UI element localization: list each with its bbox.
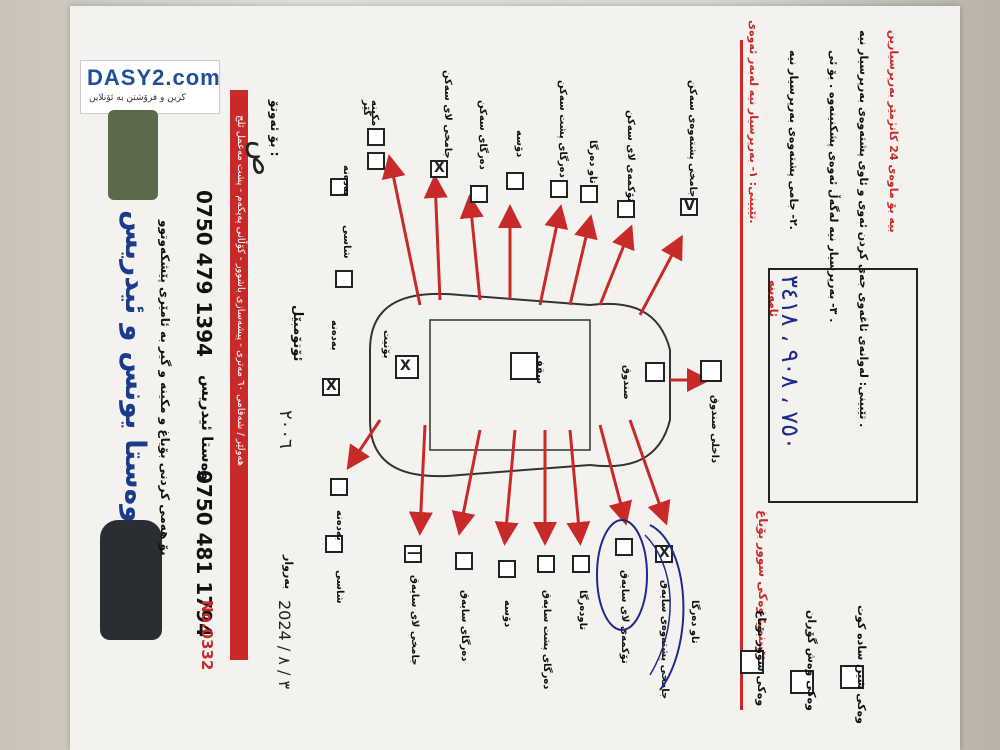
label-lf-door: دەرگای سایەق xyxy=(459,590,470,662)
left-radiator-checkbox[interactable] xyxy=(498,560,516,578)
hood-checkbox[interactable] xyxy=(395,355,419,379)
watermark-brand: DASY2.com xyxy=(87,65,221,90)
watermark-tagline: کرین و فرۆشتن به ئۆنلاین xyxy=(89,93,186,103)
label-r-corner: تۆکمەی لای سەکن xyxy=(625,110,636,203)
right-corner-checkbox[interactable] xyxy=(617,200,635,218)
label-chassis-left: شاسی xyxy=(334,570,345,604)
mark-x-4: X xyxy=(659,545,670,561)
label-gear: گێر xyxy=(361,100,372,117)
signature: ص xyxy=(245,140,280,177)
price-box xyxy=(768,268,918,503)
label-rf-fender: جامخی لای سەکن xyxy=(442,70,453,159)
paint-opt3-label: وەکی شین سادە کوت xyxy=(855,605,868,724)
date-label: بەروار xyxy=(282,555,295,590)
label-rear-glass: جامخی پشتەوەی سەکن xyxy=(687,80,698,198)
header-title: وەستا یونس و ئیدریس xyxy=(119,210,152,523)
paint-opt2-label: وەکی وەش گۆڕان xyxy=(805,610,818,711)
engine-checkbox[interactable] xyxy=(367,128,385,146)
label-front-bumper: بەدەنە xyxy=(329,320,340,351)
mechanic-photo xyxy=(108,110,158,200)
label-hood: بۆنیت xyxy=(381,330,392,359)
label-body-left: بەدەنە xyxy=(334,510,345,541)
vehicle-label: ئۆتۆمبێل xyxy=(290,305,305,362)
trunk-inside-checkbox[interactable] xyxy=(700,360,722,382)
mark-x-2: X xyxy=(400,358,411,374)
paint-opt3-checkbox[interactable] xyxy=(840,665,864,689)
watermark-logo: DASY2.com کرین و فرۆشتن به ئۆنلاین xyxy=(80,60,220,114)
trunk-checkbox[interactable] xyxy=(645,362,665,382)
label-radiator: دۆسە xyxy=(514,130,525,158)
mark-x-1: X xyxy=(434,160,445,176)
label-body: بەدەنە xyxy=(341,165,352,196)
label-roof: سقف xyxy=(534,355,545,384)
vehicle-value: ٢٠٠٦ xyxy=(275,410,296,449)
phone-1-label: وەستا ئیدریس xyxy=(198,375,216,481)
header-subtitle: بۆ هەمی کردنی بۆیاغ و مکینە و گیر بە ئام… xyxy=(158,220,172,556)
mark-x-3: X xyxy=(326,378,337,394)
label-trunk-inside: داخلی صندوق xyxy=(709,395,720,464)
phone-1: 0750 479 1394 xyxy=(192,190,216,358)
left-rear-door-checkbox[interactable] xyxy=(537,555,555,573)
right-rear-door-checkbox[interactable] xyxy=(550,180,568,198)
car-outline xyxy=(369,292,671,478)
label-r-fender: تاو دەرگا xyxy=(587,140,598,184)
chassis-left-checkbox[interactable] xyxy=(325,535,343,553)
label-lr-door: دەرگای پشت سایەق xyxy=(541,590,552,690)
price-handwritten: ٧٥٠ ، ٩٠٨ ، ٣٤١٨ xyxy=(776,275,804,450)
body-left-checkbox[interactable] xyxy=(330,478,348,496)
right-front-fender-checkbox[interactable] xyxy=(430,160,448,178)
note-1: تێبینی: ١- بەرپرسیار نیە لەبەر ئەوەی. xyxy=(747,20,760,224)
cabin-outline xyxy=(429,319,591,451)
car-photo xyxy=(100,520,162,640)
left-front-fender-checkbox[interactable] xyxy=(404,545,422,563)
left-corner-checkbox[interactable] xyxy=(615,538,633,556)
chassis-checkbox[interactable] xyxy=(335,270,353,288)
left-fender-checkbox[interactable] xyxy=(572,555,590,573)
label-l-fender: تاودەرگا xyxy=(577,590,588,631)
body-checkbox[interactable] xyxy=(330,178,348,196)
gear-checkbox[interactable] xyxy=(367,152,385,170)
front-bumper-checkbox[interactable] xyxy=(322,378,340,396)
radiator-checkbox[interactable] xyxy=(506,172,524,190)
rear-glass-checkbox[interactable] xyxy=(680,198,698,216)
label-trunk: صندوق xyxy=(621,365,632,400)
label-rf-door: دەرگای سەکن xyxy=(477,100,488,170)
label-l-radiator: دۆسە xyxy=(502,600,513,628)
paint-opt2-checkbox[interactable] xyxy=(790,670,814,694)
date-value: 2024 / ٣ / ٨ xyxy=(275,600,294,690)
label-chassis: شاسی xyxy=(341,225,352,259)
right-fender-checkbox[interactable] xyxy=(580,185,598,203)
left-rear-glass-checkbox[interactable] xyxy=(655,545,673,563)
car-diagram xyxy=(346,154,711,546)
address-bar xyxy=(230,90,248,660)
notes-divider xyxy=(740,40,743,710)
note-5: بیە بۆ ماوەی 24 کاتژمێر بەرپرسیارین xyxy=(887,30,900,233)
handwritten-ovals xyxy=(596,519,685,691)
paint-opt1-checkbox[interactable] xyxy=(740,650,764,674)
price-label: ئامەینە xyxy=(767,280,780,318)
note-2: ٢- جامی پشتەوەی بەرپرسیار نیە. xyxy=(787,50,800,230)
mark-dash: — xyxy=(407,545,421,561)
roof-checkbox[interactable] xyxy=(510,352,538,380)
order-number: No.0332 xyxy=(198,600,216,671)
label-lf-fender: جامخی لای سایەق xyxy=(409,575,420,666)
right-front-door-checkbox[interactable] xyxy=(470,185,488,203)
label-rr-door: دەرگای پشت سەکن xyxy=(557,80,568,178)
left-front-door-checkbox[interactable] xyxy=(455,552,473,570)
paint-opt1-label: وەکی سوور بۆیاغ xyxy=(755,610,768,707)
mark-v-1: V xyxy=(684,198,695,214)
